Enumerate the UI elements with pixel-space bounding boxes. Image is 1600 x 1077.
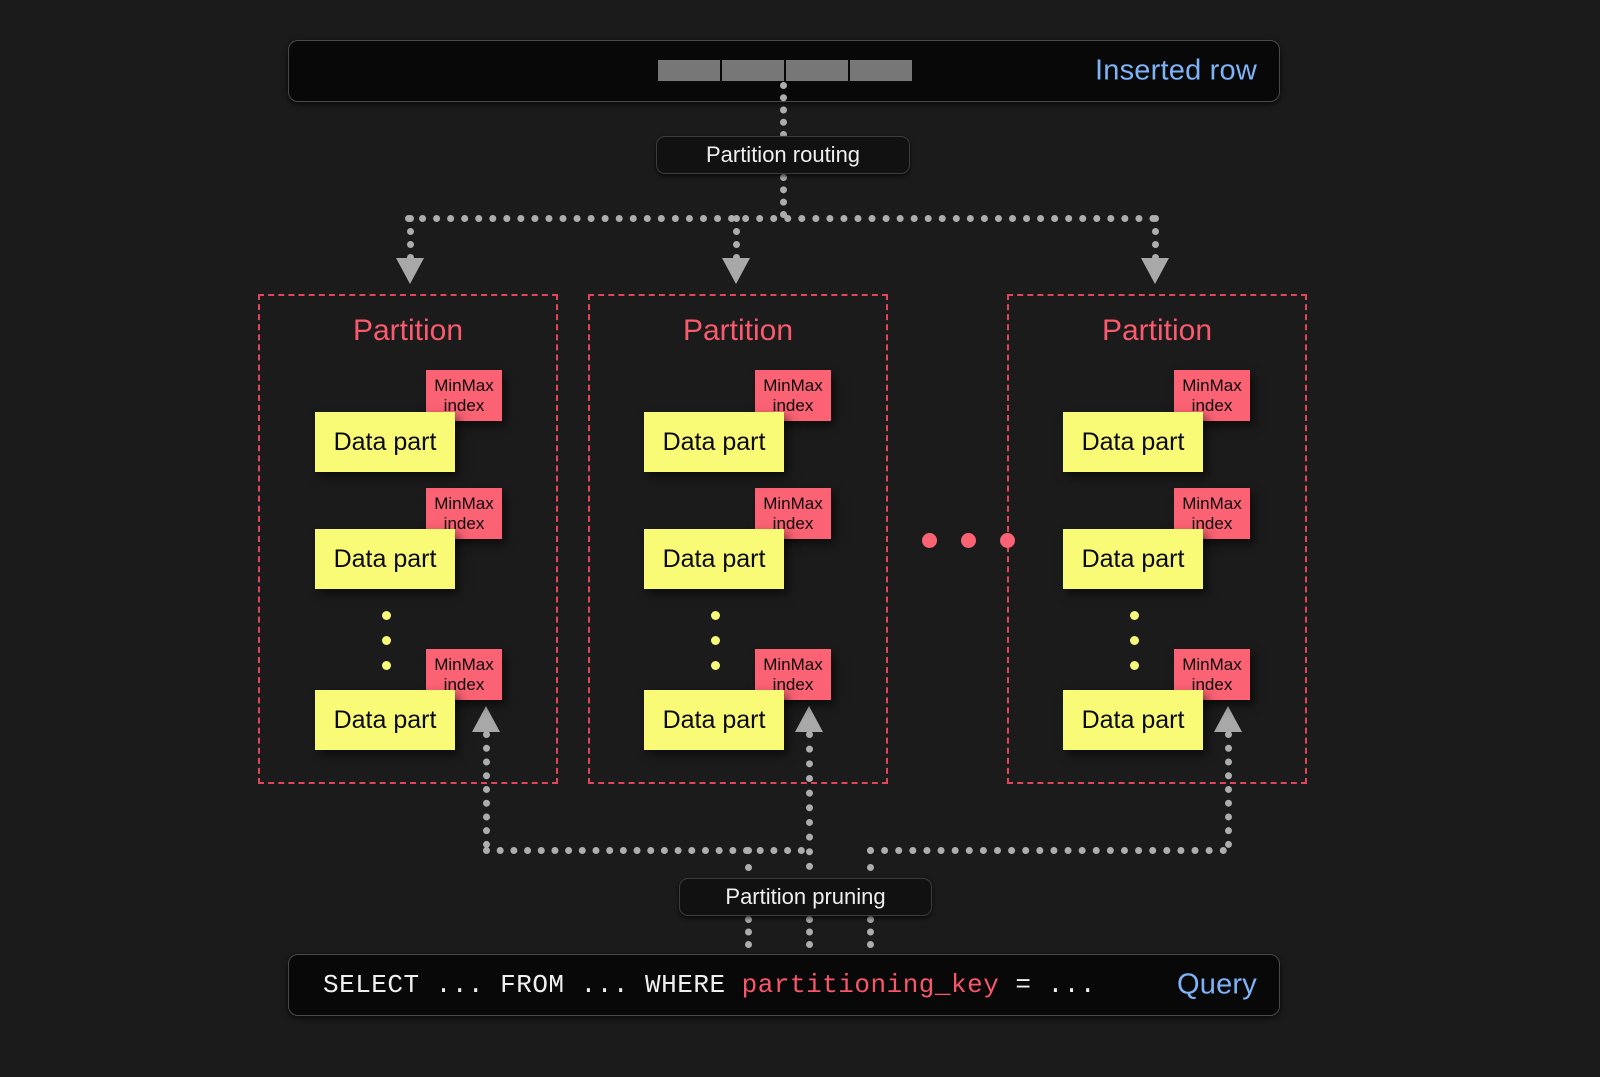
partition-1-vertical-ellipsis [382, 611, 391, 686]
ellipsis-dot [711, 611, 720, 620]
partition-3-vertical-ellipsis [1130, 611, 1139, 686]
partition-box-3: Partition [1007, 294, 1307, 784]
inserted-row-cells [658, 60, 912, 81]
query-label: Query [1177, 968, 1257, 1001]
ellipsis-dot [711, 661, 720, 670]
sql-prefix: SELECT ... FROM ... WHERE [323, 970, 742, 1000]
arrow-into-partition-1 [396, 258, 424, 284]
connector-routing-to-bus [780, 174, 787, 218]
ellipsis-dot [382, 611, 391, 620]
ellipsis-dot [382, 636, 391, 645]
data-part-2-1: Data part [644, 412, 784, 472]
ellipsis-dot [1130, 661, 1139, 670]
sql-suffix: = ... [999, 970, 1096, 1000]
routing-bus-line [405, 215, 1157, 222]
connector-bus-to-partition-1 [407, 215, 414, 261]
connector-pruning-to-query-mid [806, 916, 813, 948]
data-part-label: Data part [333, 427, 437, 456]
sql-partitioning-key: partitioning_key [741, 970, 1000, 1000]
partition-routing-box[interactable]: Partition routing [656, 136, 910, 174]
pruning-bus-right [867, 847, 1227, 854]
connector-pruning-to-partition-2 [806, 731, 813, 870]
data-part-1-3: Data part [315, 690, 455, 750]
arrow-into-partition-3 [1141, 258, 1169, 284]
partition-box-2: Partition [588, 294, 888, 784]
data-part-3-3: Data part [1063, 690, 1203, 750]
row-cell [658, 60, 720, 81]
ellipsis-dot [1130, 611, 1139, 620]
ellipsis-dot [711, 636, 720, 645]
connector-pruning-riser-right [867, 847, 874, 871]
arrow-into-partition-1-lastpart [472, 706, 500, 732]
data-part-label: Data part [1081, 427, 1185, 456]
data-part-label: Data part [662, 544, 766, 573]
connector-pruning-to-query-right [867, 916, 874, 948]
query-sql-text: SELECT ... FROM ... WHERE partitioning_k… [323, 970, 1096, 1000]
connector-pruning-riser-left [745, 847, 752, 871]
ellipsis-dot [961, 533, 976, 548]
data-part-3-2: Data part [1063, 529, 1203, 589]
row-cell [850, 60, 912, 81]
connector-bus-to-partition-3 [1152, 215, 1159, 261]
data-part-1-2: Data part [315, 529, 455, 589]
partition-box-1: Partition [258, 294, 558, 784]
pruning-bus-left [483, 847, 805, 854]
connector-pruning-to-partition-1 [483, 731, 490, 848]
ellipsis-dot [922, 533, 937, 548]
row-cell [722, 60, 784, 81]
data-part-label: Data part [662, 427, 766, 456]
inserted-row-label: Inserted row [1095, 54, 1257, 87]
connector-pruning-to-query-left [745, 916, 752, 948]
partitions-horizontal-ellipsis [922, 533, 1015, 548]
data-part-label: Data part [1081, 705, 1185, 734]
row-cell [786, 60, 848, 81]
data-part-label: Data part [1081, 544, 1185, 573]
arrow-into-partition-2 [722, 258, 750, 284]
data-part-2-3: Data part [644, 690, 784, 750]
data-part-label: Data part [662, 705, 766, 734]
partition-title: Partition [352, 314, 464, 347]
data-part-label: Data part [333, 705, 437, 734]
connector-pruning-to-partition-3 [1225, 731, 1232, 848]
data-part-1-1: Data part [315, 412, 455, 472]
arrow-into-partition-3-lastpart [1214, 706, 1242, 732]
partition-title: Partition [1101, 314, 1213, 347]
query-bar: SELECT ... FROM ... WHERE partitioning_k… [288, 954, 1280, 1016]
partition-routing-label: Partition routing [705, 142, 861, 167]
ellipsis-dot [1130, 636, 1139, 645]
data-part-label: Data part [333, 544, 437, 573]
data-part-2-2: Data part [644, 529, 784, 589]
connector-row-to-routing [780, 82, 787, 138]
arrow-into-partition-2-lastpart [795, 706, 823, 732]
partition-pruning-box[interactable]: Partition pruning [679, 878, 932, 916]
ellipsis-dot [1000, 533, 1015, 548]
ellipsis-dot [382, 661, 391, 670]
data-part-3-1: Data part [1063, 412, 1203, 472]
connector-bus-to-partition-2 [733, 215, 740, 261]
partition-pruning-label: Partition pruning [725, 884, 886, 909]
partition-title: Partition [682, 314, 794, 347]
partition-2-vertical-ellipsis [711, 611, 720, 686]
